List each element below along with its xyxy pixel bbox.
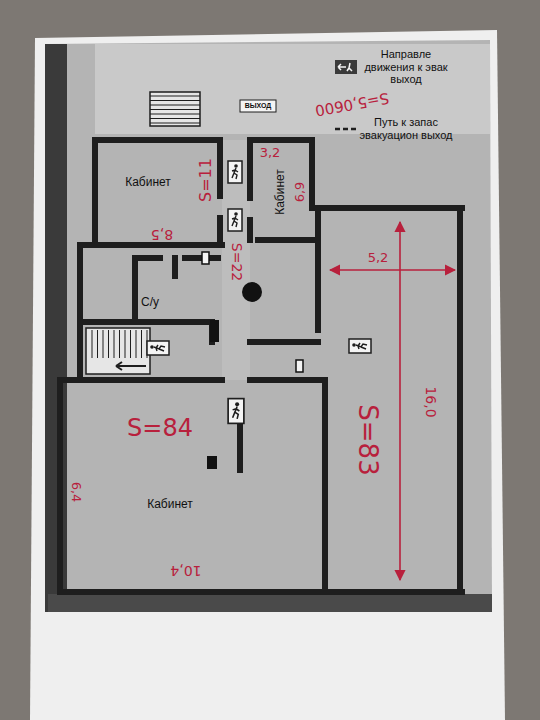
staircase-outline <box>150 92 200 126</box>
stair-tread <box>114 330 115 358</box>
sign-plate <box>335 60 357 74</box>
evacuation-sign <box>228 161 242 183</box>
legend-row: Путь к запас эвакуацион выход <box>334 116 454 141</box>
inner-wall <box>240 208 325 592</box>
printed-area <box>45 40 492 612</box>
stair-tread <box>150 96 200 97</box>
stair-tread <box>150 105 200 106</box>
exit-sign <box>240 100 276 112</box>
stair-tread <box>141 330 142 358</box>
dark-band <box>48 594 492 612</box>
corridor-floor <box>222 140 250 380</box>
staircase <box>86 328 150 374</box>
office-room: Кабинет S=11 8,5 <box>95 140 220 245</box>
legend-row: Направле движения к эвак выход <box>334 48 454 86</box>
room-measurement: S=11 <box>197 158 215 202</box>
stair-tread <box>150 109 200 110</box>
room-name: Кабинет <box>125 176 171 189</box>
wc-room: С/у <box>135 258 220 322</box>
position-marker <box>242 282 262 302</box>
dark-margin <box>45 44 67 612</box>
evacuation-sign <box>147 341 169 355</box>
stair-tread <box>92 330 93 358</box>
room-measurement: S=22 <box>228 243 243 281</box>
room-measurement: 8,5 <box>151 226 173 241</box>
room-measurement: S=83 <box>354 404 383 475</box>
stair-tread <box>125 330 126 358</box>
wc-wall <box>135 258 218 320</box>
fire-hydrant <box>296 360 303 372</box>
room-name: Кабинет <box>147 498 193 511</box>
room-measurement: 3,2 <box>260 146 281 160</box>
evacuation-sign <box>228 399 244 424</box>
dashed-line <box>335 127 357 130</box>
room-measurement: 10,4 <box>170 562 201 577</box>
stair-wall <box>80 322 212 342</box>
corridor-wall <box>220 140 312 245</box>
stair-tread <box>130 330 131 358</box>
room-name: Кабинет <box>274 169 287 215</box>
evacuation-sign <box>228 209 242 231</box>
legend-text: Направле движения к эвак выход <box>358 48 454 86</box>
stair-tread <box>103 330 104 358</box>
room-name: С/у <box>141 296 159 309</box>
room-measurement: 16,0 <box>422 386 437 417</box>
staircase <box>150 92 200 126</box>
room-measurement: 6,9 <box>293 182 307 203</box>
stair-tread <box>150 100 200 101</box>
stair-tread <box>136 330 137 358</box>
hall-room: 5,2 16,0S=83 <box>320 208 460 592</box>
stair-tread <box>97 330 98 358</box>
room-measurement: 6,4 <box>69 482 83 503</box>
stair-arrow <box>116 362 146 370</box>
dimension-line <box>330 269 455 271</box>
evacuation-sign-sample <box>334 59 358 75</box>
paper-sheet <box>30 30 505 720</box>
room-measurement: 5,2 <box>368 251 389 265</box>
outer-wall <box>60 140 462 592</box>
evacuation-sign <box>349 339 371 353</box>
handwritten-note: S=5,0600 <box>314 89 390 118</box>
stair-tread <box>150 114 200 115</box>
office-room: 3,2Кабинет6,9S=22 <box>250 140 312 240</box>
column <box>210 320 219 342</box>
dimension-lines <box>330 222 455 580</box>
room-measurement: S=84 <box>127 415 193 441</box>
legend: Направле движения к эвак выходПуть к зап… <box>334 48 454 141</box>
stair-tread <box>150 118 200 119</box>
exit-sign-text: ВЫХОД <box>245 102 272 110</box>
fire-extinguisher <box>207 456 217 469</box>
sign-icon <box>338 63 352 71</box>
stair-tread <box>150 123 200 124</box>
walls <box>60 140 462 592</box>
legend-text: Путь к запас эвакуацион выход <box>358 116 454 141</box>
stair-tread <box>108 330 109 358</box>
stair-tread <box>119 330 120 358</box>
dimension-line <box>399 222 401 580</box>
office-room: S=84Кабинет 6,4 10,4 <box>60 380 325 592</box>
fire-hydrant <box>202 252 209 264</box>
dashed-line-sample <box>334 121 358 137</box>
staircase-outline <box>86 328 150 374</box>
